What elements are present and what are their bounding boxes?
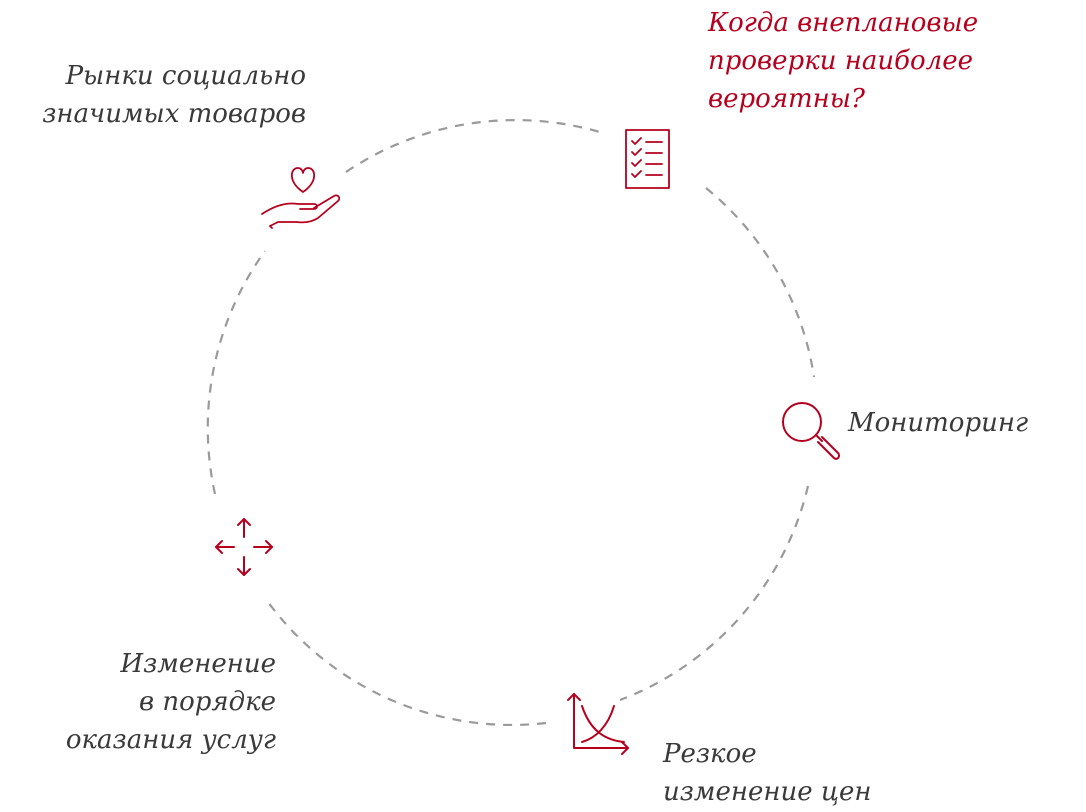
ring-arc-right-lower — [619, 485, 810, 702]
price-line: Резкое — [663, 739, 757, 769]
magnifier-icon — [782, 402, 841, 460]
services-line: в порядке — [138, 687, 276, 717]
ring-arc-left — [206, 250, 266, 495]
central-question: Когда внеплановые проверки наиболее веро… — [708, 4, 978, 118]
ring-arc-bottom — [267, 601, 547, 726]
heart-hand-icon — [261, 167, 341, 229]
services-change-label: Изменение в порядке оказания услуг — [28, 645, 276, 759]
markets-line: значимых товаров — [42, 99, 306, 129]
question-line: проверки наиболее — [708, 46, 973, 76]
price-change-label: Резкое изменение цен — [663, 735, 872, 811]
services-line: Изменение — [120, 649, 276, 679]
ring-arc-top — [345, 119, 604, 173]
ring-arc-right-upper — [705, 187, 816, 378]
move-arrows-icon — [215, 518, 273, 576]
question-line: Когда внеплановые — [708, 8, 979, 38]
price-line: изменение цен — [663, 777, 872, 807]
monitoring-line: Мониторинг — [848, 408, 1029, 438]
monitoring-label: Мониторинг — [848, 404, 1028, 442]
markets-label: Рынки социально значимых товаров — [18, 57, 306, 133]
question-line: вероятны? — [708, 84, 865, 114]
checklist-icon — [625, 129, 670, 189]
services-line: оказания услуг — [65, 725, 276, 755]
price-curve-icon — [567, 693, 629, 755]
markets-line: Рынки социально — [65, 61, 306, 91]
